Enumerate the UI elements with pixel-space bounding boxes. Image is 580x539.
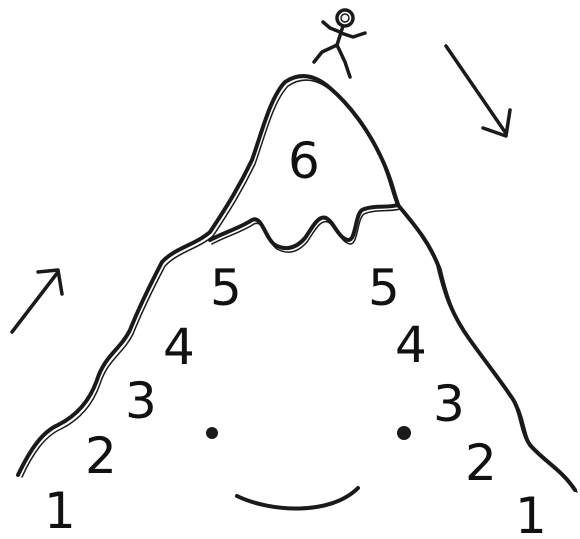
- right-eye: [397, 426, 411, 440]
- label-peak-6: 6: [288, 132, 320, 190]
- label-left-3: 3: [125, 372, 157, 430]
- stick-figure-icon: [314, 10, 365, 77]
- label-left-4: 4: [163, 318, 195, 376]
- label-right-5: 5: [368, 259, 400, 317]
- arrow-down-right-icon: [446, 46, 510, 136]
- face: [206, 426, 411, 509]
- label-right-1: 1: [515, 487, 547, 539]
- label-left-1: 1: [44, 482, 76, 539]
- label-left-2: 2: [85, 427, 117, 485]
- smile: [237, 488, 358, 509]
- label-right-3: 3: [433, 375, 465, 433]
- label-right-2: 2: [465, 434, 497, 492]
- left-eye: [206, 427, 218, 439]
- label-right-4: 4: [395, 316, 427, 374]
- arrow-up-right-icon: [12, 270, 62, 332]
- label-left-5: 5: [210, 259, 242, 317]
- snow-line: [210, 205, 400, 252]
